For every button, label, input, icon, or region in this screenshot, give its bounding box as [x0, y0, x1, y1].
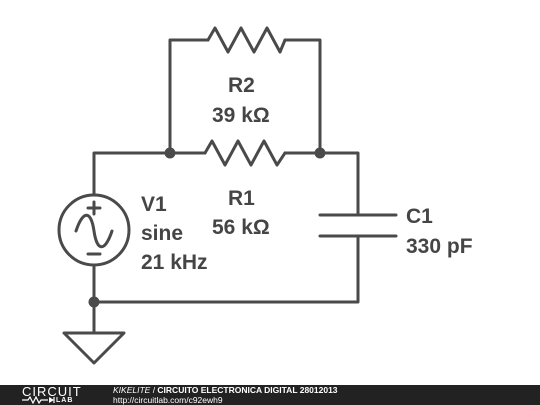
- resistor-r2: [206, 26, 287, 54]
- wire-r1-right: [283, 151, 360, 217]
- wire-r2-right: [283, 38, 322, 155]
- v1-name-label: V1: [141, 193, 167, 216]
- logo-text-circuit: CIRCUIT: [22, 384, 82, 399]
- logo-text-lab: LAB: [56, 397, 74, 404]
- r2-name-label: R2: [228, 74, 255, 97]
- node-junction-left: [164, 147, 176, 159]
- circuit-title: CIRCUITO ELECTRONICA DIGITAL 28012013: [157, 385, 338, 395]
- footer-bar: CIRCUIT LAB KIKELITE / CIRCUITO ELECTRON…: [0, 385, 540, 405]
- footer-info: KIKELITE / CIRCUITO ELECTRONICA DIGITAL …: [113, 385, 338, 405]
- node-junction-right: [314, 147, 326, 159]
- capacitor-c1: [318, 213, 398, 238]
- wire-source-top: [92, 151, 207, 197]
- footer-title-line: KIKELITE / CIRCUITO ELECTRONICA DIGITAL …: [113, 385, 338, 396]
- circuit-url[interactable]: http://circuitlab.com/c92ewh9: [113, 394, 223, 405]
- r1-name-label: R1: [228, 187, 255, 210]
- circuit-schematic: R2 39 kΩ R1 56 kΩ V1 sine 21 kHz C1 330 …: [57, 26, 473, 365]
- sine-source-v1: [57, 193, 131, 267]
- c1-value-label: 330 pF: [406, 235, 473, 258]
- wire-cap-bottom: [92, 234, 360, 304]
- circuitlab-logo[interactable]: CIRCUIT LAB: [22, 385, 92, 405]
- resistor-r1: [203, 139, 287, 167]
- wires: [92, 38, 360, 335]
- logo-wire-icon: [22, 396, 55, 404]
- wire-r2-left: [168, 38, 210, 155]
- v1-type-label: sine: [141, 222, 183, 245]
- r2-value-label: 39 kΩ: [212, 104, 270, 127]
- v1-value-label: 21 kHz: [141, 251, 208, 274]
- node-junction-ground: [88, 296, 100, 308]
- title-separator: /: [150, 385, 158, 395]
- r1-value-label: 56 kΩ: [212, 216, 270, 239]
- author-link[interactable]: KIKELITE: [113, 385, 151, 395]
- ground-symbol: [62, 331, 126, 365]
- c1-name-label: C1: [406, 205, 433, 228]
